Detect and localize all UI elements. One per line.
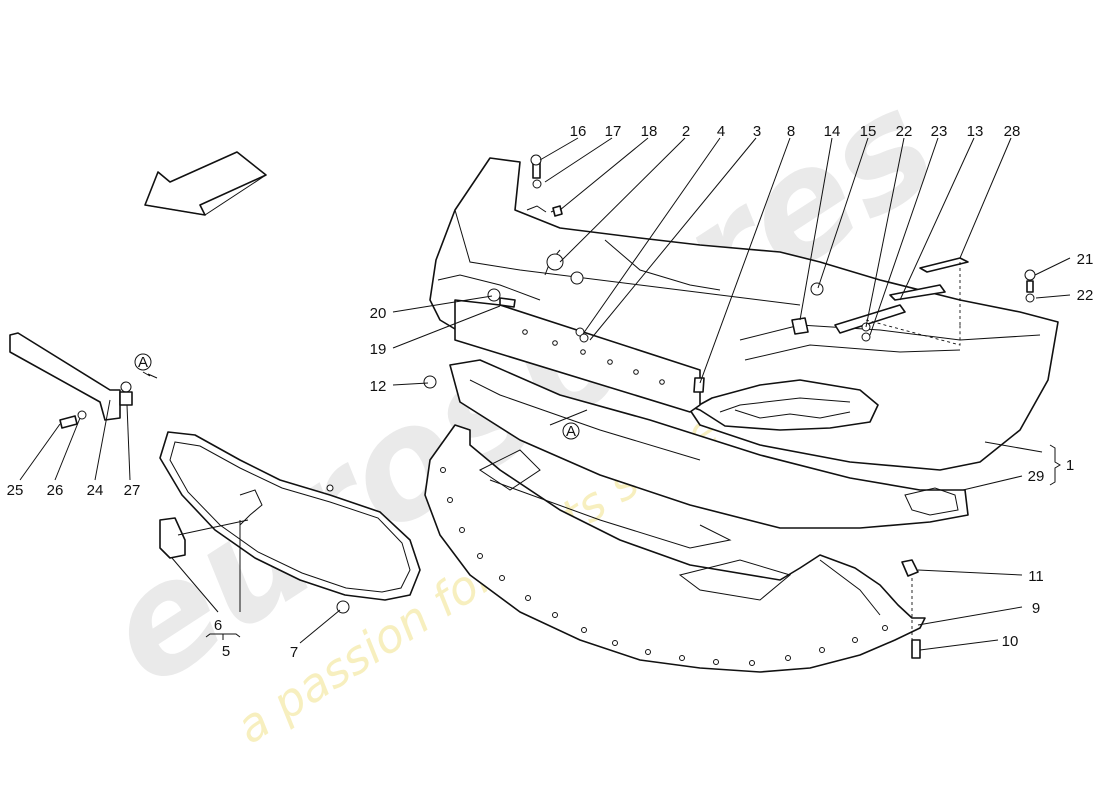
- undertray: [424, 424, 926, 673]
- callout-4: 4: [717, 123, 725, 140]
- callout-2: 2: [682, 123, 690, 140]
- bumper-cover: [429, 157, 1059, 471]
- callout-15: 15: [860, 123, 877, 140]
- callout-13: 13: [967, 123, 984, 140]
- view-marker-a-top: A: [134, 353, 158, 379]
- front-grille: [159, 431, 421, 601]
- callout-12: 12: [370, 378, 387, 395]
- callout-14: 14: [824, 123, 841, 140]
- fasteners: [59, 154, 1036, 659]
- callout-27: 27: [124, 482, 141, 499]
- callout-19: 19: [370, 341, 387, 358]
- leader-lines: [19, 137, 1071, 651]
- callout-24: 24: [87, 482, 104, 499]
- view-marker-a-bumper: A: [549, 409, 588, 440]
- lower-valance: [449, 359, 969, 529]
- callout-21: 21: [1077, 251, 1094, 268]
- callout-25: 25: [7, 482, 24, 499]
- callout-22-right: 22: [1077, 287, 1094, 304]
- bracket: [9, 332, 121, 421]
- callout-22-top: 22: [896, 123, 913, 140]
- callout-20: 20: [370, 305, 387, 322]
- callout-26: 26: [47, 482, 64, 499]
- callout-18: 18: [641, 123, 658, 140]
- callout-labels: 16 17 18 2 4 3 8 14 15 22 23 13 28 21 22…: [7, 123, 1094, 661]
- callout-17: 17: [605, 123, 622, 140]
- callout-6: 6: [214, 617, 222, 634]
- svg-text:A: A: [138, 354, 148, 371]
- callout-10: 10: [1002, 633, 1019, 650]
- callout-5: 5: [222, 643, 230, 660]
- guide-lines: [865, 262, 961, 640]
- direction-arrow-icon: [144, 151, 267, 216]
- callout-1: 1: [1066, 457, 1074, 474]
- callout-3: 3: [753, 123, 761, 140]
- callout-7: 7: [290, 644, 298, 661]
- callout-28: 28: [1004, 123, 1021, 140]
- callout-16: 16: [570, 123, 587, 140]
- grille-clip: [159, 517, 186, 559]
- svg-text:A: A: [566, 423, 576, 440]
- callout-29: 29: [1028, 468, 1045, 485]
- direction-arrow-shadow: [144, 174, 267, 216]
- callout-23: 23: [931, 123, 948, 140]
- callout-8: 8: [787, 123, 795, 140]
- callout-9: 9: [1032, 600, 1040, 617]
- callout-11: 11: [1028, 568, 1044, 585]
